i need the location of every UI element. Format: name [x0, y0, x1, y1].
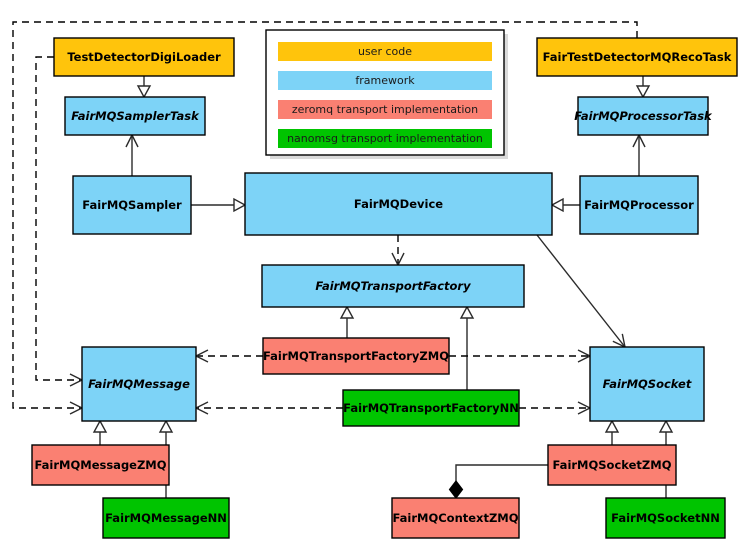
- edge-association: [125, 133, 139, 176]
- legend-item-user_code: user code: [278, 42, 492, 61]
- edge-generalization: [92, 419, 108, 445]
- class-node-FairMQSamplerTask[interactable]: FairMQSamplerTask: [64, 96, 206, 136]
- generalization-arrowhead: [635, 85, 651, 99]
- edge-generalization: [635, 76, 651, 99]
- class-name-label: FairMQTransportFactory: [315, 279, 471, 293]
- edge-generalization: [136, 76, 152, 99]
- edge-line: [35, 56, 82, 381]
- generalization-arrowhead: [658, 419, 674, 433]
- generalization-arrowhead: [233, 197, 247, 213]
- generalization-arrowhead: [604, 419, 620, 433]
- class-node-FairMQContextZMQ[interactable]: FairMQContextZMQ: [391, 497, 520, 539]
- legend-item-framework: framework: [278, 71, 492, 90]
- class-name-label: FairMQTransportFactoryZMQ: [263, 349, 449, 363]
- class-box[interactable]: [536, 37, 738, 77]
- class-name-label: FairTestDetectorMQRecoTask: [543, 50, 732, 64]
- class-name-label: FairMQSocketNN: [611, 511, 720, 525]
- edge-generalization: [550, 197, 580, 213]
- class-box[interactable]: [244, 172, 553, 236]
- legend-group: user code framework zeromq transport imple…: [265, 29, 508, 159]
- legend-item-zeromq: zeromq transport implementation: [278, 100, 492, 119]
- class-node-FairMQTransportFactoryZMQ[interactable]: FairMQTransportFactoryZMQ: [262, 337, 450, 375]
- class-name-label: FairMQProcessor: [584, 198, 694, 212]
- class-node-FairMQMessageZMQ[interactable]: FairMQMessageZMQ: [31, 444, 170, 486]
- class-node-FairMQProcessor[interactable]: FairMQProcessor: [579, 175, 699, 235]
- class-box[interactable]: [579, 175, 699, 235]
- edge-dependency: [194, 401, 343, 415]
- class-box[interactable]: [391, 497, 520, 539]
- generalization-arrowhead: [136, 85, 152, 99]
- legend-label: framework: [355, 74, 415, 87]
- class-node-FairMQTransportFactoryNN[interactable]: FairMQTransportFactoryNN: [342, 389, 520, 427]
- edge-generalization: [604, 419, 620, 445]
- edge-dependency: [391, 235, 405, 267]
- edge-generalization: [459, 305, 475, 390]
- class-box[interactable]: [547, 444, 677, 486]
- class-box[interactable]: [102, 497, 230, 539]
- class-box[interactable]: [262, 337, 450, 375]
- generalization-arrowhead: [550, 197, 564, 213]
- edge-dependency: [449, 349, 592, 363]
- class-node-FairMQSocketZMQ[interactable]: FairMQSocketZMQ: [547, 444, 677, 486]
- composition-diamond: [448, 480, 464, 499]
- class-node-FairMQSampler[interactable]: FairMQSampler: [72, 175, 192, 235]
- edge-generalization: [191, 197, 247, 213]
- edge-line: [12, 21, 638, 409]
- class-box[interactable]: [342, 389, 520, 427]
- generalization-arrowhead: [92, 419, 108, 433]
- legend-swatch-framework: [278, 71, 492, 90]
- legend-label: nanomsg transport implementation: [287, 132, 483, 145]
- class-node-FairMQProcessorTask[interactable]: FairMQProcessorTask: [574, 96, 713, 136]
- class-box[interactable]: [64, 96, 206, 136]
- class-name-label: FairMQSamplerTask: [71, 109, 200, 123]
- nodes-layer: TestDetectorDigiLoader FairTestDetectorMQ…: [31, 37, 738, 539]
- class-box[interactable]: [53, 37, 235, 77]
- class-name-label: FairMQTransportFactoryNN: [343, 401, 519, 415]
- edge-dependency: [519, 401, 592, 415]
- class-node-FairMQMessage[interactable]: FairMQMessage: [81, 346, 197, 422]
- class-node-FairMQTransportFactory[interactable]: FairMQTransportFactory: [261, 264, 525, 308]
- edge-line: [536, 234, 626, 348]
- class-box[interactable]: [589, 346, 705, 422]
- edge-composition: [448, 464, 548, 499]
- class-node-FairMQSocketNN[interactable]: FairMQSocketNN: [605, 497, 726, 539]
- edge-association: [536, 234, 626, 349]
- generalization-arrowhead: [158, 419, 174, 433]
- legend-swatch-nanomsg: [278, 129, 492, 148]
- edge-association: [632, 133, 646, 176]
- class-node-FairMQDevice[interactable]: FairMQDevice: [244, 172, 553, 236]
- class-box[interactable]: [605, 497, 726, 539]
- edge-dependency: [194, 349, 263, 363]
- class-node-FairMQSocket[interactable]: FairMQSocket: [589, 346, 705, 422]
- class-box[interactable]: [31, 444, 170, 486]
- class-name-label: FairMQMessage: [88, 377, 190, 391]
- legend-item-nanomsg: nanomsg transport implementation: [278, 129, 492, 148]
- class-name-label: FairMQMessageZMQ: [34, 458, 166, 472]
- class-name-label: FairMQSocketZMQ: [553, 458, 672, 472]
- class-box[interactable]: [261, 264, 525, 308]
- class-name-label: FairMQDevice: [354, 197, 443, 211]
- class-node-TestDetectorDigiLoader[interactable]: TestDetectorDigiLoader: [53, 37, 235, 77]
- class-name-label: TestDetectorDigiLoader: [67, 50, 221, 64]
- class-node-FairMQMessageNN[interactable]: FairMQMessageNN: [102, 497, 230, 539]
- legend-label: user code: [358, 45, 412, 58]
- class-name-label: FairMQContextZMQ: [392, 511, 518, 525]
- edge-generalization: [339, 305, 355, 338]
- generalization-arrowhead: [339, 305, 355, 319]
- edge-line: [455, 464, 548, 481]
- legend-swatch-zeromq: [278, 100, 492, 119]
- generalization-arrowhead: [459, 305, 475, 319]
- class-name-label: FairMQProcessorTask: [574, 109, 713, 123]
- class-name-label: FairMQSampler: [82, 198, 182, 212]
- class-box[interactable]: [81, 346, 197, 422]
- edges-layer: [12, 21, 674, 499]
- legend-swatch-user_code: [278, 42, 492, 61]
- class-node-FairTestDetectorMQRecoTask[interactable]: FairTestDetectorMQRecoTask: [536, 37, 738, 77]
- class-name-label: FairMQSocket: [603, 377, 692, 391]
- legend-label: zeromq transport implementation: [292, 103, 478, 116]
- class-box[interactable]: [72, 175, 192, 235]
- class-name-label: FairMQMessageNN: [105, 511, 227, 525]
- class-box[interactable]: [577, 96, 709, 136]
